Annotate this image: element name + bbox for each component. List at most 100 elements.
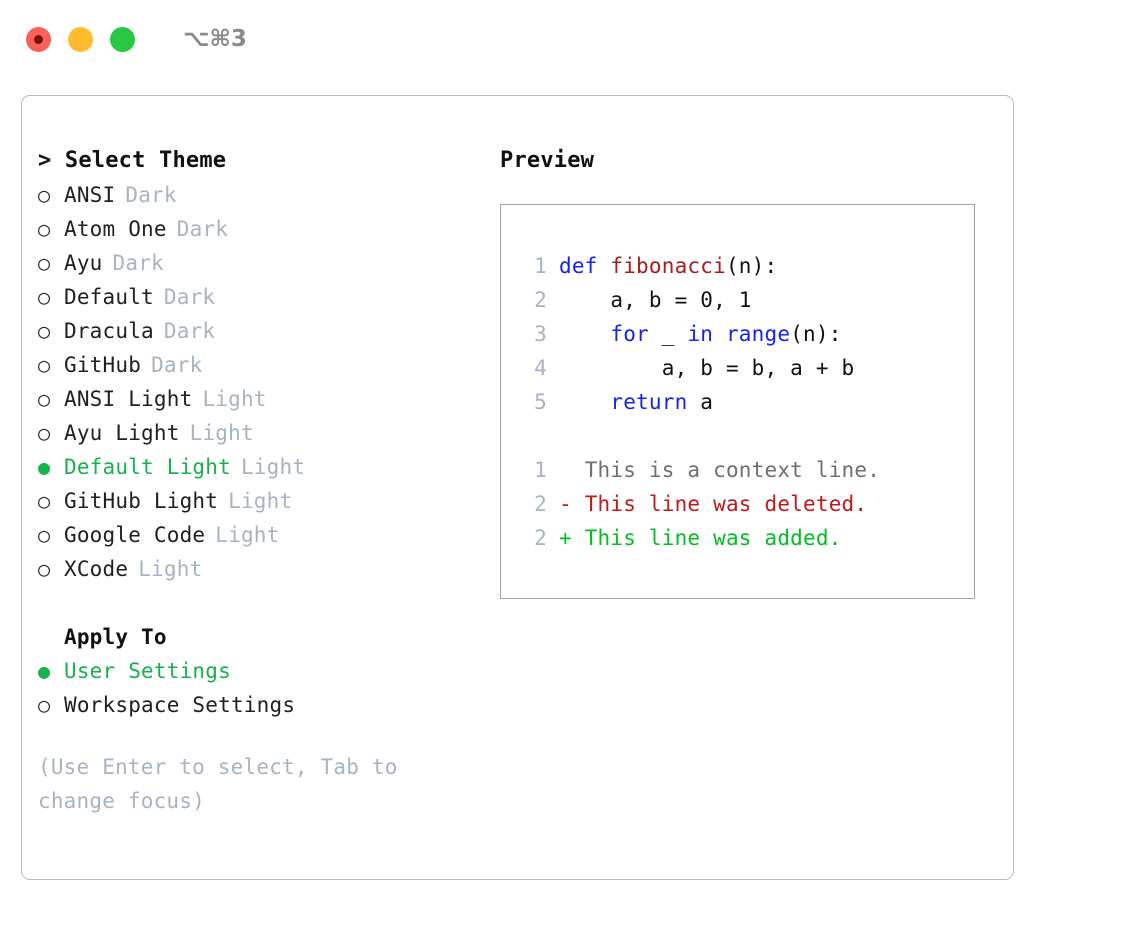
- code-line: 4 a, b = b, a + b: [519, 351, 974, 385]
- diff-line-context: 1 This is a context line.: [519, 453, 974, 487]
- theme-option-label: Atom One: [64, 217, 167, 241]
- theme-option-label: Ayu: [64, 251, 103, 275]
- preview-box: 1 def fibonacci (n): 2 a, b = 0, 1 3 for: [500, 204, 975, 599]
- theme-option-tag: Light: [202, 387, 267, 411]
- radio-icon: ○: [38, 557, 51, 581]
- apply-to-option-label: Workspace Settings: [64, 693, 296, 717]
- code-token: fibonacci: [610, 254, 726, 278]
- theme-option-xcode-light[interactable]: ○ XCode Light: [38, 552, 490, 586]
- diff-text: This line was added.: [584, 526, 842, 550]
- theme-option-github-light[interactable]: ○ GitHub Light Light: [38, 484, 490, 518]
- theme-option-label: Ayu Light: [64, 421, 180, 445]
- apply-to-option-workspace-settings[interactable]: ○ Workspace Settings: [38, 688, 490, 722]
- theme-option-tag: Dark: [151, 353, 203, 377]
- line-number: 4: [534, 356, 547, 380]
- theme-option-atom-one-dark[interactable]: ○ Atom One Dark: [38, 212, 490, 246]
- line-number: 3: [534, 322, 547, 346]
- code-token: a, b = 0, 1: [559, 288, 752, 312]
- code-token: (n):: [790, 322, 842, 346]
- code-line: 3 for _ in range (n):: [519, 317, 974, 351]
- radio-icon: ○: [38, 693, 51, 717]
- code-token: [559, 317, 610, 351]
- theme-option-github-dark[interactable]: ○ GitHub Dark: [38, 348, 490, 382]
- minimize-button[interactable]: [68, 26, 93, 52]
- theme-option-tag: Light: [215, 523, 280, 547]
- keyboard-shortcut-label: ⌥⌘3: [183, 26, 247, 52]
- theme-option-default-light[interactable]: ● Default Light Light: [38, 450, 490, 484]
- list-spacer: [38, 586, 490, 620]
- diff-text: This line was deleted.: [584, 492, 868, 516]
- theme-option-label: Google Code: [64, 523, 206, 547]
- line-number: 5: [534, 390, 547, 414]
- close-button[interactable]: [26, 26, 51, 52]
- theme-option-default-dark[interactable]: ○ Default Dark: [38, 280, 490, 314]
- theme-option-tag: Dark: [176, 217, 229, 241]
- theme-option-google-code-light[interactable]: ○ Google Code Light: [38, 518, 490, 552]
- theme-option-tag: Light: [138, 557, 203, 581]
- theme-option-ayu-dark[interactable]: ○ Ayu Dark: [38, 246, 490, 280]
- maximize-button[interactable]: [110, 26, 135, 52]
- code-line: 5 return a: [519, 385, 974, 419]
- apply-to-header: Apply To: [64, 625, 167, 649]
- line-number: 1: [534, 254, 547, 278]
- recording-indicator-icon: [34, 34, 43, 44]
- code-token: a, b = b, a + b: [559, 356, 855, 380]
- radio-icon: ○: [38, 183, 51, 207]
- radio-icon: ○: [38, 251, 51, 275]
- diff-marker: -: [559, 492, 585, 516]
- radio-icon: ○: [38, 421, 51, 445]
- theme-option-tag: Light: [189, 421, 254, 445]
- apply-to-option-label: User Settings: [64, 659, 231, 683]
- radio-icon: ○: [38, 353, 51, 377]
- code-token: [559, 385, 610, 419]
- theme-option-label: GitHub: [64, 353, 142, 377]
- code-line: 2 a, b = 0, 1: [519, 283, 974, 317]
- theme-option-label: Default Light: [64, 455, 231, 479]
- diff-text: This is a context line.: [584, 458, 881, 482]
- theme-option-tag: Dark: [163, 319, 216, 343]
- theme-option-label: ANSI Light: [64, 387, 193, 411]
- theme-option-ansi-light[interactable]: ○ ANSI Light Light: [38, 382, 490, 416]
- code-token: (n):: [725, 254, 778, 278]
- radio-icon: ○: [38, 387, 51, 411]
- preview-pane: Preview 1 def fibonacci (n): 2 a, b = 0,…: [500, 144, 1000, 599]
- diff-marker: [559, 453, 585, 487]
- line-number: 2: [534, 288, 547, 312]
- code-token: a: [687, 390, 714, 414]
- diff-line-added: 2 + This line was added.: [519, 521, 974, 555]
- preview-spacer: [519, 419, 974, 453]
- preview-title: Preview: [500, 148, 595, 173]
- main-window-panel: > Select Theme ○ ANSI Dark ○ Atom One Da…: [21, 95, 1014, 880]
- line-number: 2: [534, 492, 547, 516]
- code-token: for: [610, 322, 649, 346]
- title-bar: ⌥⌘3: [0, 0, 1140, 78]
- theme-option-tag: Dark: [125, 183, 177, 207]
- window-controls: [26, 26, 135, 52]
- code-token: in range: [687, 322, 791, 346]
- radio-selected-icon: ●: [38, 455, 51, 479]
- radio-selected-icon: ●: [38, 659, 51, 683]
- radio-icon: ○: [38, 489, 51, 513]
- line-number: 2: [534, 526, 547, 550]
- theme-selection-pane: > Select Theme ○ ANSI Dark ○ Atom One Da…: [38, 144, 490, 818]
- code-token: return: [610, 390, 688, 414]
- theme-option-label: Default: [64, 285, 154, 309]
- select-theme-header: > Select Theme: [38, 148, 227, 173]
- radio-icon: ○: [38, 319, 51, 343]
- radio-icon: ○: [38, 523, 51, 547]
- radio-icon: ○: [38, 285, 51, 309]
- theme-option-ayu-light[interactable]: ○ Ayu Light Light: [38, 416, 490, 450]
- theme-option-tag: Light: [240, 455, 306, 479]
- code-token: _: [648, 322, 688, 346]
- code-token: def: [559, 254, 611, 278]
- theme-option-label: XCode: [64, 557, 129, 581]
- theme-option-dracula-dark[interactable]: ○ Dracula Dark: [38, 314, 490, 348]
- theme-option-label: Dracula: [64, 319, 154, 343]
- diff-line-deleted: 2 - This line was deleted.: [519, 487, 974, 521]
- radio-icon: ○: [38, 217, 51, 241]
- theme-option-tag: Dark: [112, 251, 164, 275]
- apply-to-option-user-settings[interactable]: ● User Settings: [38, 654, 490, 688]
- theme-option-ansi-dark[interactable]: ○ ANSI Dark: [38, 178, 490, 212]
- diff-marker: +: [559, 526, 585, 550]
